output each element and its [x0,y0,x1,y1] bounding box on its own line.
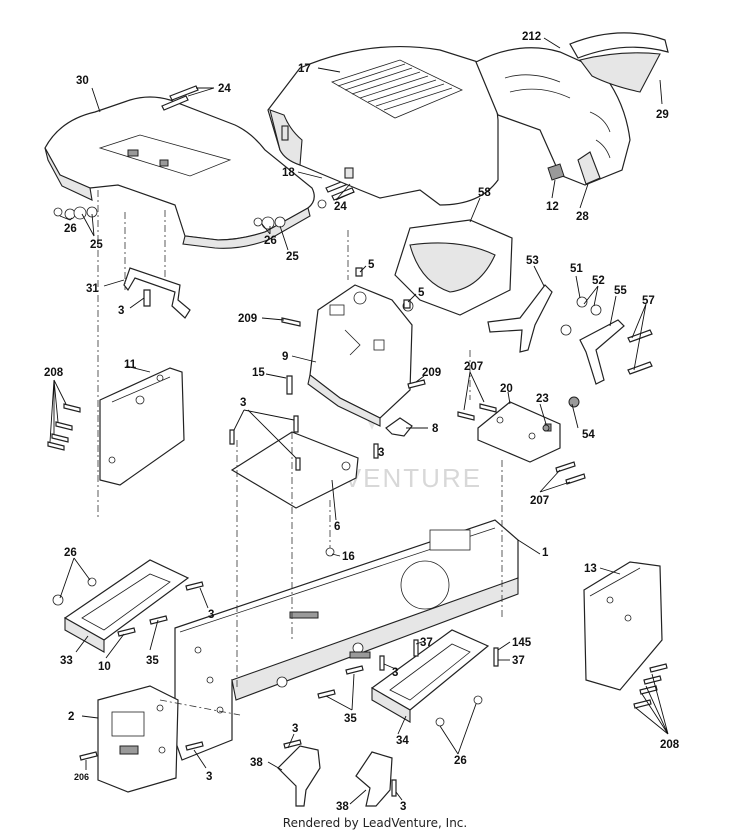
callout-26: 26 [64,223,77,235]
callout-51: 51 [570,263,583,275]
callout-55: 55 [614,285,627,297]
pedal-linkage-55 [560,296,653,408]
callout-26: 26 [264,235,277,247]
footrest-34 [370,629,490,723]
callout-209: 209 [238,313,257,325]
callout-2: 2 [68,711,74,723]
callout-208: 208 [660,739,680,751]
callout-33: 33 [60,655,73,667]
callout-24: 24 [334,201,347,213]
callout-206: 206 [74,772,89,782]
callout-53: 53 [526,255,539,267]
callout-37: 37 [512,655,525,667]
callout-57: 57 [642,295,655,307]
callout-9: 9 [282,351,288,363]
callout-212: 212 [522,31,541,43]
fender-hardware [53,85,355,307]
callout-1: 1 [542,547,549,559]
callout-209: 209 [422,367,441,379]
callout-18: 18 [282,167,295,179]
callout-3: 3 [378,447,384,459]
screws-208-left [47,403,81,451]
callout-3: 3 [240,397,246,409]
callout-34: 34 [396,735,409,747]
callout-38: 38 [336,801,349,813]
callout-25: 25 [90,239,103,251]
callout-23: 23 [536,393,549,405]
callout-3: 3 [400,801,406,813]
front-panel-2 [97,685,179,793]
callout-3: 3 [292,723,298,735]
callout-52: 52 [592,275,605,287]
callout-24: 24 [218,83,231,95]
callout-10: 10 [98,661,111,673]
hood [267,45,499,206]
grille-top-29 [569,32,669,93]
callout-207: 207 [464,361,483,373]
bracket-38-left [277,745,321,807]
callout-38: 38 [250,757,263,769]
callout-28: 28 [576,211,589,223]
callout-13: 13 [584,563,597,575]
callout-35: 35 [344,713,357,725]
alignment-lines [97,190,503,716]
callout-3: 3 [206,771,212,783]
footer-credit: Rendered by LeadVenture, Inc. [282,816,468,830]
bracket-38-right [355,751,393,807]
latch-12 [547,163,565,181]
shroud-58 [394,219,513,316]
callout-12: 12 [546,201,559,213]
clip-8 [385,417,413,437]
callout-26: 26 [64,547,77,559]
callouts: 30 24 17 212 29 18 24 12 28 25 26 26 25 … [44,31,680,813]
bracket-53 [487,284,553,353]
callout-8: 8 [432,423,439,435]
leader-lines [49,37,669,805]
side-panel-11 [99,367,185,486]
callout-3: 3 [392,667,398,679]
callout-5: 5 [368,259,375,271]
callout-3: 3 [208,609,214,621]
callout-17: 17 [298,63,311,75]
callout-145: 145 [512,637,532,649]
callout-5: 5 [418,287,425,299]
screws-208-right [633,663,668,709]
callout-208: 208 [44,367,64,379]
callout-3: 3 [118,305,124,317]
callout-11: 11 [124,359,137,371]
rear-fender [44,96,315,249]
callout-25: 25 [286,251,299,263]
bracket-31 [123,267,191,319]
callout-54: 54 [582,429,595,441]
footrest-33 [63,559,190,653]
callout-58: 58 [478,187,491,199]
callout-15: 15 [252,367,265,379]
callout-37: 37 [420,637,433,649]
callout-29: 29 [656,109,669,121]
callout-31: 31 [86,283,99,295]
callout-35: 35 [146,655,159,667]
callout-26: 26 [454,755,467,767]
main-frame-1 [174,519,519,761]
dash-panel-9 [307,284,414,427]
callout-16: 16 [342,551,355,563]
callout-6: 6 [334,521,340,533]
side-panel-13 [583,561,663,691]
callout-207: 207 [530,495,549,507]
callout-30: 30 [76,75,89,87]
floor-plate-6 [230,431,359,509]
callout-20: 20 [500,383,513,395]
